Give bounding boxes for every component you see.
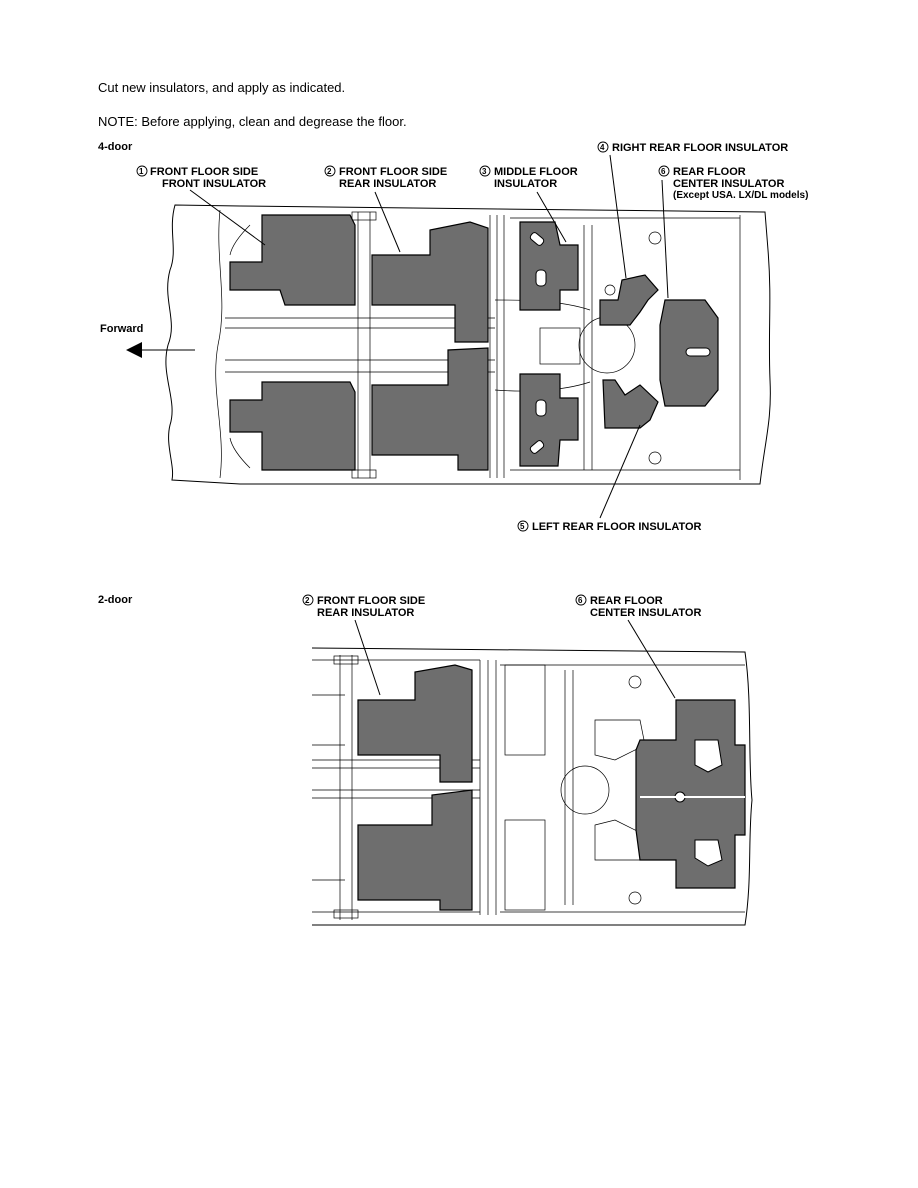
callout-front-floor-side-rear-insulator: FRONT FLOOR SIDE [339, 166, 447, 178]
two-door-rear-floor-center-insulator [635, 699, 746, 889]
svg-text:6: 6 [578, 596, 583, 605]
two-door-label: 2-door [98, 594, 133, 606]
svg-text:3: 3 [482, 167, 487, 176]
svg-text:REAR INSULATOR: REAR INSULATOR [317, 607, 414, 619]
svg-text:2: 2 [327, 167, 332, 176]
svg-text:REAR INSULATOR: REAR INSULATOR [339, 178, 436, 190]
two-door-callout-front-floor-side-rear-insulator: FRONT FLOOR SIDE [317, 595, 425, 607]
callout-middle-floor-insulator: MIDDLE FLOOR [494, 166, 578, 178]
callout-left-rear-floor-insulator: LEFT REAR FLOOR INSULATOR [532, 521, 702, 533]
left-rear-floor-insulator [602, 379, 659, 429]
front-floor-side-front-insulator-upper [229, 214, 356, 306]
svg-text:2: 2 [305, 596, 310, 605]
svg-text:5: 5 [520, 522, 525, 531]
svg-text:4: 4 [600, 143, 605, 152]
front-floor-side-rear-insulator-lower [371, 347, 489, 471]
two-door-front-floor-side-rear-insulator-lower [357, 789, 473, 911]
two-door-body-outline [311, 647, 753, 926]
svg-text:(Except USA. LX/DL models): (Except USA. LX/DL models) [673, 190, 808, 201]
two-door-callout-rear-floor-center-insulator: REAR FLOOR [590, 595, 663, 607]
middle-floor-insulator-lower [519, 373, 579, 467]
callout-front-floor-side-front-insulator: FRONT FLOOR SIDE [150, 166, 258, 178]
two-door-front-floor-side-rear-insulator-upper [357, 664, 473, 783]
right-rear-floor-insulator [599, 274, 659, 326]
four-door-floor-diagram: Forward 1 FRONT FLOOR SIDE FRONT INSULAT… [100, 141, 808, 533]
middle-floor-insulator-upper [519, 221, 579, 311]
callout-right-rear-floor-insulator: RIGHT REAR FLOOR INSULATOR [612, 142, 788, 154]
forward-arrow-icon [126, 342, 195, 358]
front-floor-side-front-insulator-lower [229, 381, 356, 471]
four-door-label: 4-door [98, 141, 133, 153]
note-text: NOTE: Before applying, clean and degreas… [98, 114, 407, 129]
svg-text:FRONT INSULATOR: FRONT INSULATOR [162, 178, 266, 190]
svg-text:1: 1 [139, 167, 144, 176]
instruction-text: Cut new insulators, and apply as indicat… [98, 80, 346, 95]
svg-text:INSULATOR: INSULATOR [494, 178, 557, 190]
callout-rear-floor-center-insulator: REAR FLOOR [673, 166, 746, 178]
svg-text:CENTER INSULATOR: CENTER INSULATOR [590, 607, 701, 619]
svg-text:CENTER INSULATOR: CENTER INSULATOR [673, 178, 784, 190]
forward-label: Forward [100, 323, 143, 335]
front-floor-side-rear-insulator-upper [371, 221, 489, 343]
svg-text:6: 6 [661, 167, 666, 176]
two-door-floor-diagram: 2 FRONT FLOOR SIDE REAR INSULATOR 6 REAR… [302, 594, 753, 926]
four-door-body-outline [165, 204, 771, 485]
